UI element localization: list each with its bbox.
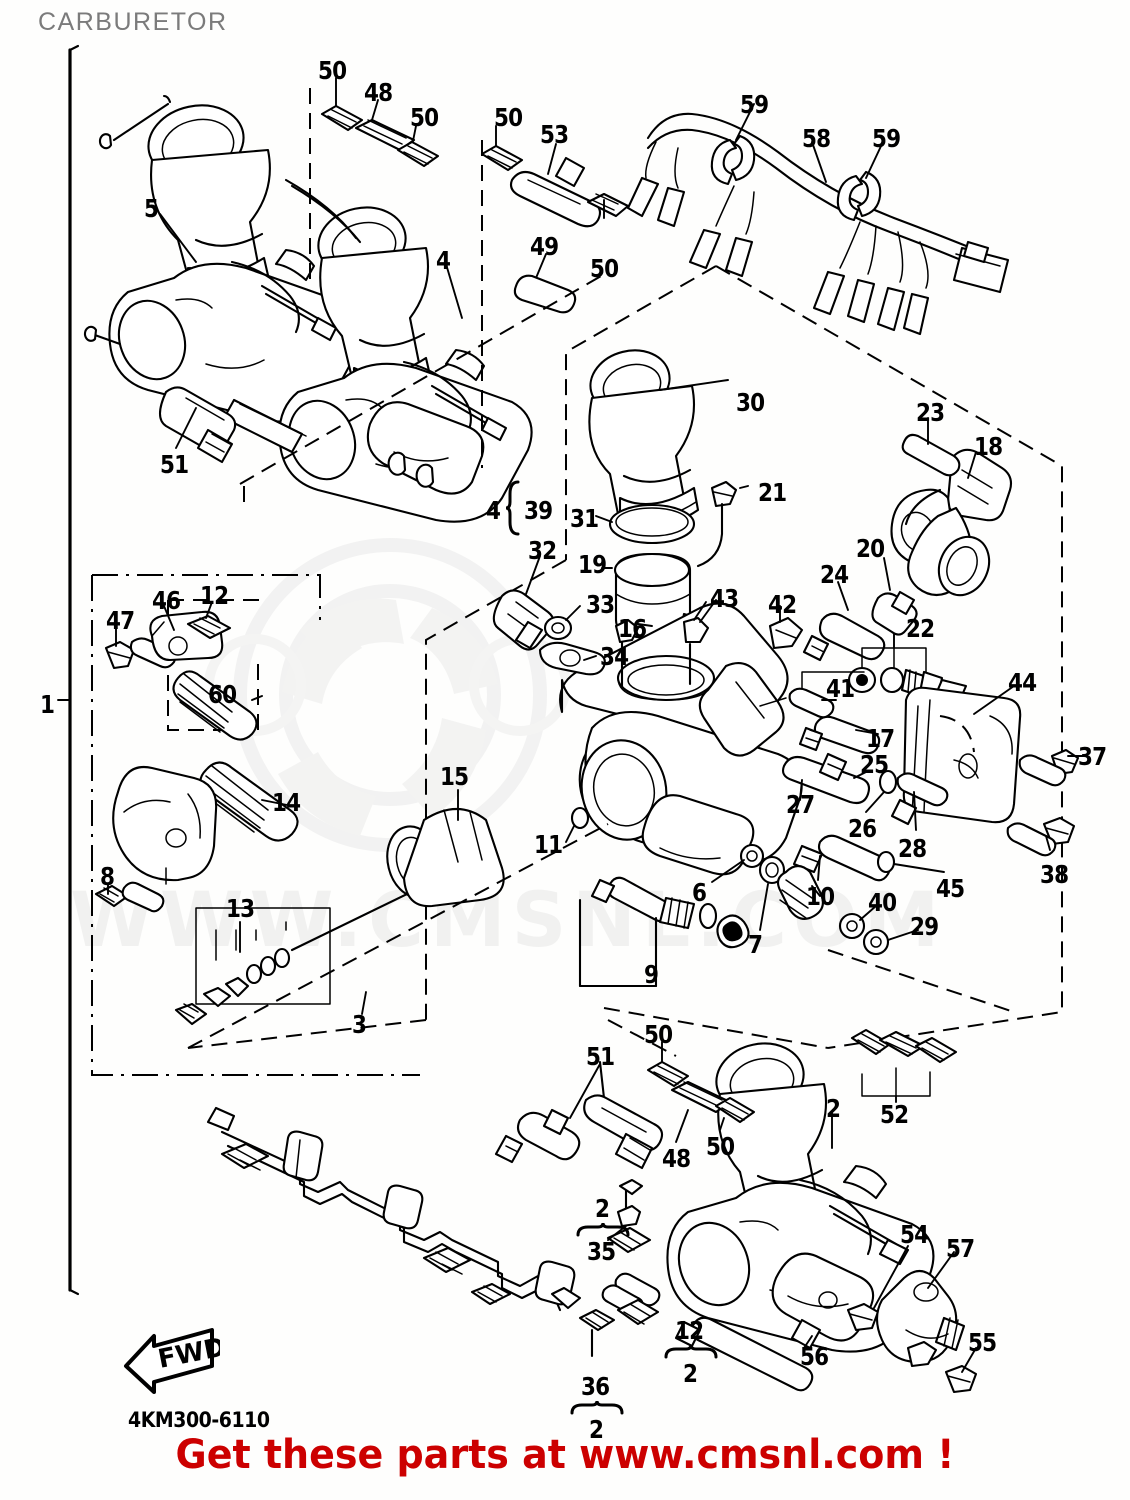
callout-number-2: 2 [826, 1094, 841, 1123]
callout-number-23: 23 [916, 398, 945, 427]
callout-number-11: 11 [534, 830, 563, 859]
callout-number-55: 55 [968, 1328, 997, 1357]
callout-number-19: 19 [578, 550, 607, 579]
callout-number-50: 50 [706, 1132, 735, 1161]
callout-number-7: 7 [748, 930, 763, 959]
callout-number-29: 29 [910, 912, 939, 941]
callout-number-3: 3 [352, 1010, 367, 1039]
diagram-part-number: 4KM300-6110 [128, 1408, 270, 1432]
callout-number-15: 15 [440, 762, 469, 791]
fwd-direction-marker: FWD [124, 1328, 220, 1394]
callout-number-38: 38 [1040, 860, 1069, 889]
promo-text: Get these parts at www.cmsnl.com ! [175, 1432, 955, 1478]
callout-number-47: 47 [106, 606, 135, 635]
bracket-qty-label: 12 [674, 1316, 704, 1345]
bracket-part-label: 2 [682, 1359, 698, 1388]
callout-number-33: 33 [586, 590, 615, 619]
callout-number-48: 48 [364, 78, 393, 107]
callout-number-50: 50 [494, 103, 523, 132]
callout-number-45: 45 [936, 874, 965, 903]
callout-number-12: 12 [200, 581, 229, 610]
callout-number-43: 43 [710, 584, 739, 613]
callout-number-13: 13 [226, 894, 255, 923]
callout-number-20: 20 [856, 534, 885, 563]
callout-number-32: 32 [528, 536, 557, 565]
callout-number-34: 34 [600, 642, 629, 671]
brace-icon [576, 1221, 630, 1239]
callout-number-31: 31 [570, 504, 599, 533]
callout-number-4: 4 [436, 246, 451, 275]
callout-number-50: 50 [318, 56, 347, 85]
callout-number-60: 60 [208, 680, 237, 709]
callout-number-51: 51 [160, 450, 189, 479]
bracket-qty-label: 36 [580, 1372, 610, 1401]
callout-number-42: 42 [768, 590, 797, 619]
callout-number-26: 26 [848, 814, 877, 843]
callout-number-46: 46 [152, 586, 181, 615]
callout-number-25: 25 [860, 750, 889, 779]
callout-number-40: 40 [868, 888, 897, 917]
callout-number-50: 50 [410, 103, 439, 132]
callout-number-54: 54 [900, 1220, 929, 1249]
callout-number-59: 59 [872, 124, 901, 153]
callout-number-16: 16 [618, 614, 647, 643]
callout-number-10: 10 [806, 882, 835, 911]
callout-number-53: 53 [540, 120, 569, 149]
callout-number-57: 57 [946, 1234, 975, 1263]
bracket-callout: 4 39 [486, 480, 557, 541]
callout-number-58: 58 [802, 124, 831, 153]
callout-number-22: 22 [906, 614, 935, 643]
callout-number-59: 59 [740, 90, 769, 119]
brace-icon [570, 1399, 624, 1417]
callout-number-14: 14 [272, 788, 301, 817]
callout-number-27: 27 [786, 790, 815, 819]
callout-number-9: 9 [644, 960, 659, 989]
callout-number-48: 48 [662, 1144, 691, 1173]
brace-icon [664, 1343, 718, 1361]
callout-number-24: 24 [820, 560, 849, 589]
callout-number-37: 37 [1078, 742, 1107, 771]
callout-number-50: 50 [590, 254, 619, 283]
brace-icon [505, 480, 521, 541]
bracket-part-label: 39 [524, 496, 553, 525]
callout-number-8: 8 [100, 862, 115, 891]
callout-number-6: 6 [692, 878, 707, 907]
bracket-qty-label: 2 [594, 1194, 610, 1223]
bracket-part-label: 35 [586, 1237, 616, 1266]
callout-number-50: 50 [644, 1020, 673, 1049]
callout-number-49: 49 [530, 232, 559, 261]
bracket-qty-label: 4 [486, 496, 501, 525]
callout-number-30: 30 [736, 388, 765, 417]
callout-number-28: 28 [898, 834, 927, 863]
callout-number-5: 5 [144, 194, 159, 223]
callout-number-52: 52 [880, 1100, 909, 1129]
callout-number-56: 56 [800, 1342, 829, 1371]
bracket-part-label: 2 [588, 1415, 604, 1444]
page-title: CARBURETOR [38, 8, 228, 36]
callout-number-18: 18 [974, 432, 1003, 461]
callout-number-1: 1 [40, 690, 55, 719]
callout-number-51: 51 [586, 1042, 615, 1071]
callout-number-41: 41 [826, 674, 855, 703]
callout-number-17: 17 [866, 724, 895, 753]
callout-number-44: 44 [1008, 668, 1037, 697]
callout-number-21: 21 [758, 478, 787, 507]
